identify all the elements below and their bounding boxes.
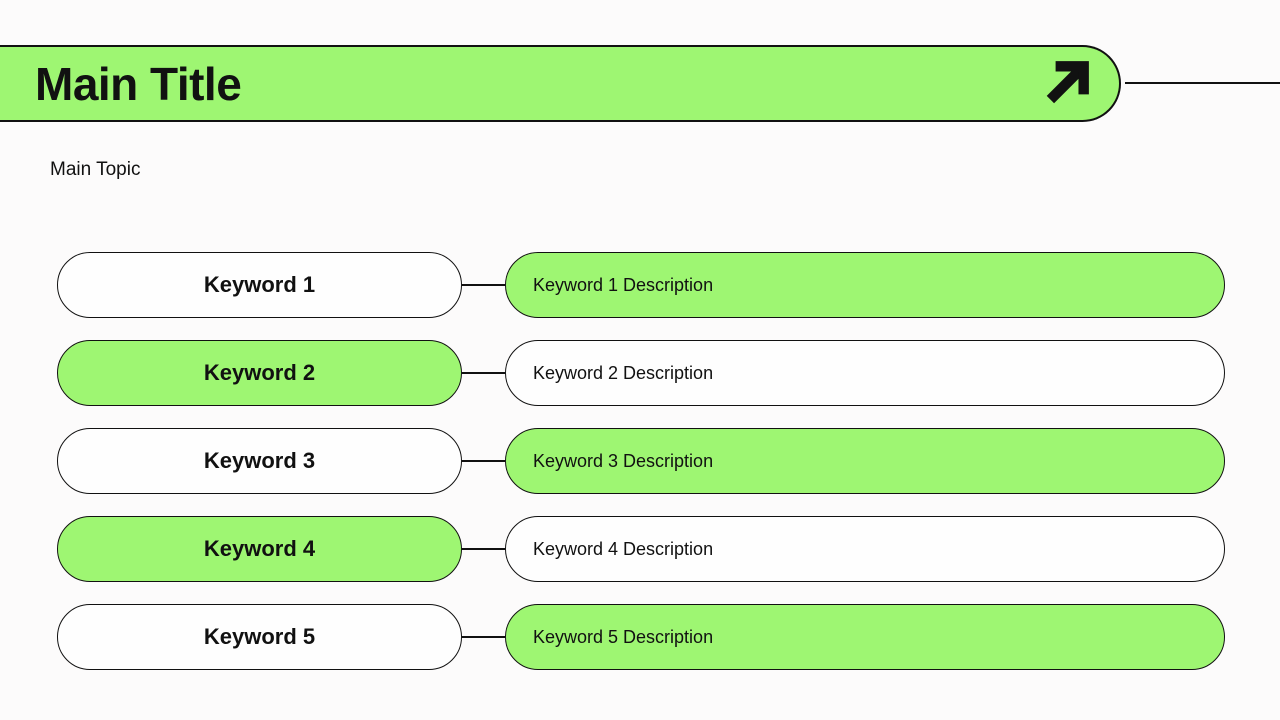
description-pill: Keyword 4 Description	[505, 516, 1225, 582]
description-pill: Keyword 3 Description	[505, 428, 1225, 494]
keyword-row: Keyword 2 Keyword 2 Description	[57, 340, 1225, 406]
row-connector-line	[462, 636, 505, 638]
keyword-row: Keyword 1 Keyword 1 Description	[57, 252, 1225, 318]
keyword-row: Keyword 3 Keyword 3 Description	[57, 428, 1225, 494]
description-pill: Keyword 2 Description	[505, 340, 1225, 406]
keyword-list: Keyword 1 Keyword 1 Description Keyword …	[57, 252, 1225, 692]
row-connector-line	[462, 372, 505, 374]
keyword-row: Keyword 4 Keyword 4 Description	[57, 516, 1225, 582]
keyword-row: Keyword 5 Keyword 5 Description	[57, 604, 1225, 670]
keyword-pill: Keyword 4	[57, 516, 462, 582]
header-connector-line	[1125, 82, 1280, 84]
main-topic-label: Main Topic	[50, 159, 141, 180]
keyword-pill: Keyword 1	[57, 252, 462, 318]
row-connector-line	[462, 284, 505, 286]
keyword-pill: Keyword 2	[57, 340, 462, 406]
keyword-pill: Keyword 3	[57, 428, 462, 494]
arrow-up-right-icon	[1046, 60, 1089, 103]
keyword-pill: Keyword 5	[57, 604, 462, 670]
row-connector-line	[462, 460, 505, 462]
page-title: Main Title	[35, 57, 242, 110]
description-pill: Keyword 5 Description	[505, 604, 1225, 670]
row-connector-line	[462, 548, 505, 550]
title-banner: Main Title	[0, 45, 1121, 122]
description-pill: Keyword 1 Description	[505, 252, 1225, 318]
